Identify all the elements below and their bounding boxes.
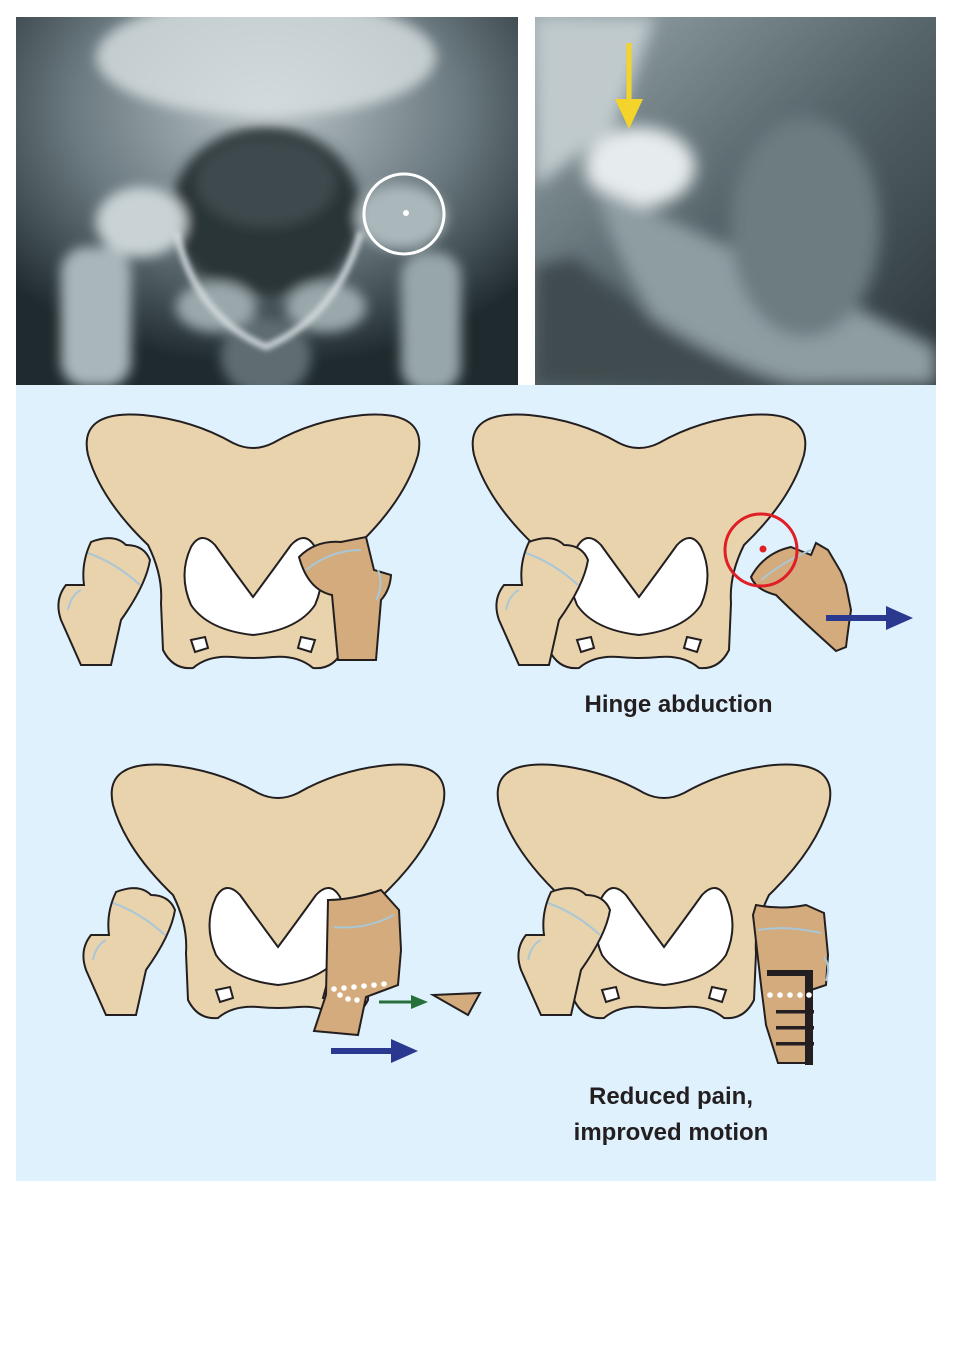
caption-reduced-pain: Reduced pain, improved motion xyxy=(521,1079,821,1151)
diagram-hinge-abduction xyxy=(471,413,913,670)
wedge-arrow-green xyxy=(379,995,428,1009)
xray-yellow-arrow xyxy=(615,43,643,129)
diagram-normal xyxy=(57,413,421,670)
abduction-arrow-top xyxy=(826,606,913,630)
xray-lateral-hip xyxy=(535,17,936,385)
abduction-arrow-bottom xyxy=(331,1039,418,1063)
xray-target-circle xyxy=(362,172,446,256)
osteotomy-cut-dots xyxy=(331,981,387,1003)
fixation-dots xyxy=(767,992,812,998)
xray-target-dot xyxy=(403,210,409,216)
hinge-red-circle xyxy=(723,512,799,588)
caption-reduced-line2: improved motion xyxy=(573,1119,769,1146)
schematic-panel: Hinge abduction Reduced pain, improved m… xyxy=(16,385,936,1181)
caption-hinge-abduction: Hinge abduction xyxy=(584,691,773,718)
xray-ap-pelvis xyxy=(16,17,518,385)
hinge-red-dot xyxy=(759,545,767,553)
fixation-plate xyxy=(767,970,814,1065)
caption-reduced-line1: Reduced pain, xyxy=(588,1083,754,1110)
removed-wedge xyxy=(429,991,482,1017)
diagram-osteotomy xyxy=(82,763,482,1063)
diagram-fixation xyxy=(496,763,832,1065)
